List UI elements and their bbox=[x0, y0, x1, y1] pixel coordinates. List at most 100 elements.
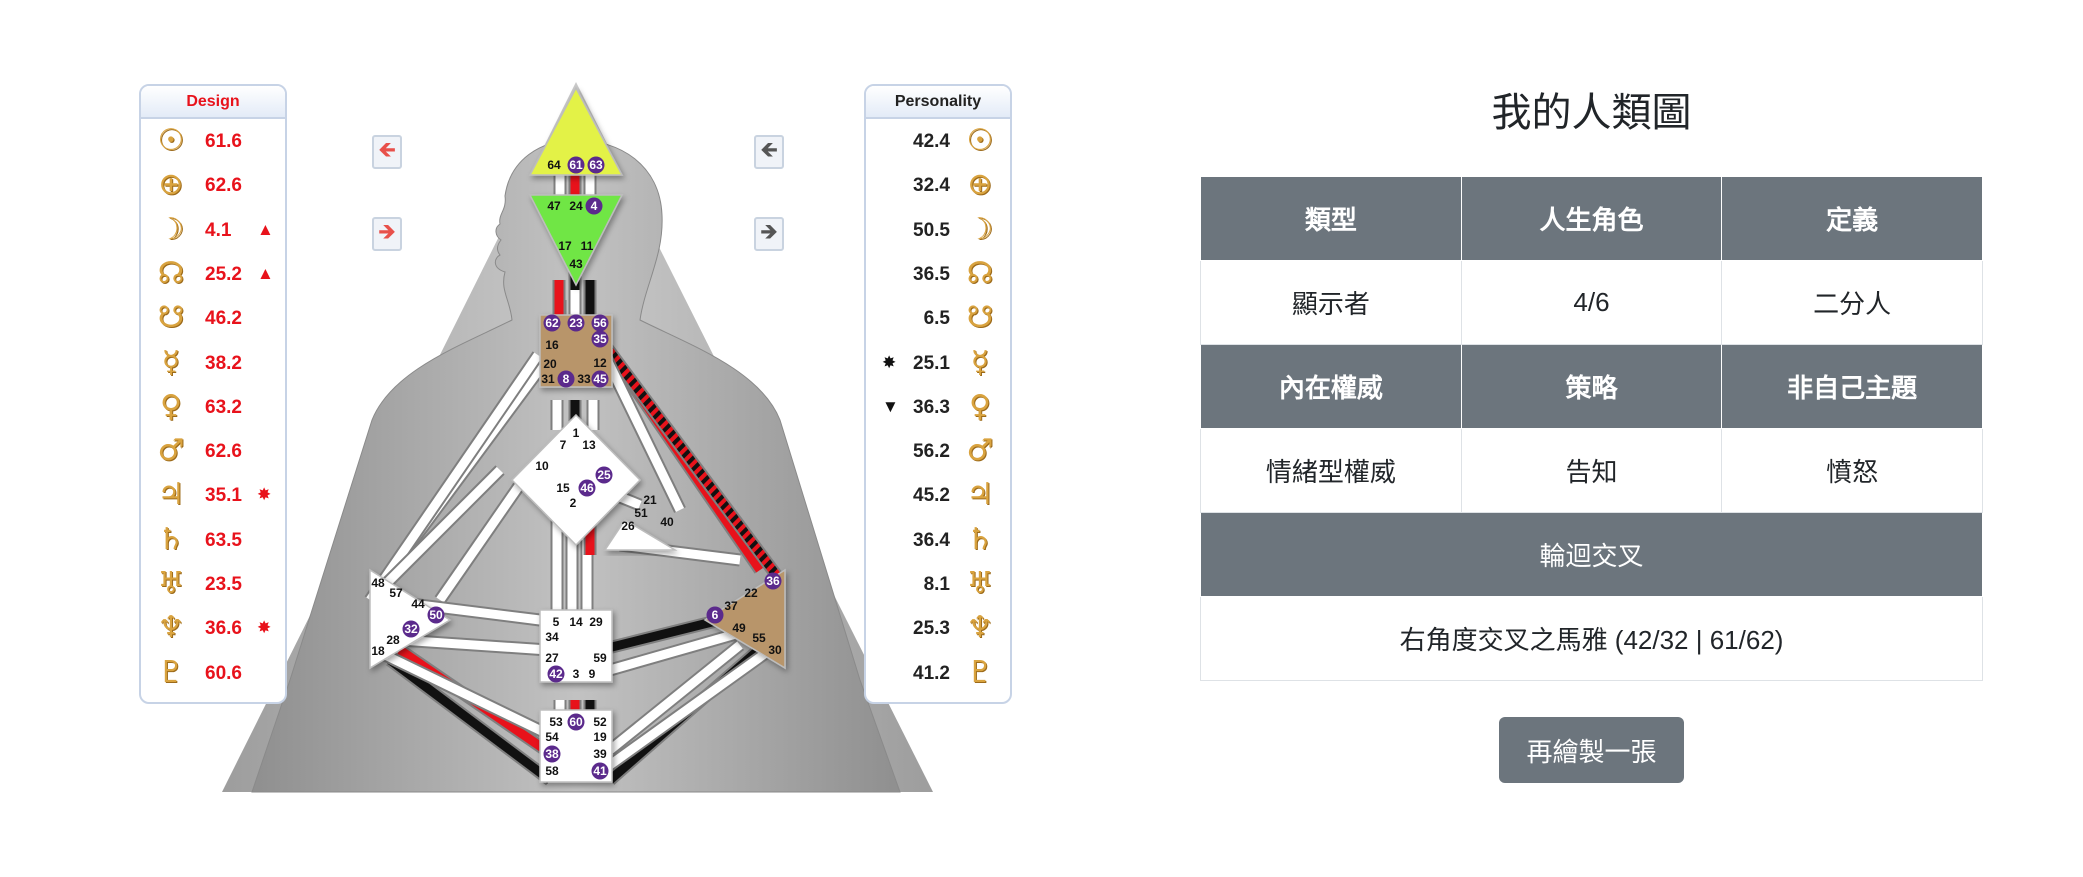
gate-number: 20 bbox=[543, 357, 557, 371]
design-prev-button[interactable]: 🡸 bbox=[372, 135, 402, 169]
activated-gate-badge bbox=[595, 466, 613, 484]
definition-value: 二分人 bbox=[1721, 260, 1983, 345]
channel bbox=[376, 466, 504, 594]
planet-gate-value: 25.2 bbox=[205, 263, 242, 285]
gate-number: 46 bbox=[580, 481, 594, 495]
planet-gate-value: 8.1 bbox=[923, 574, 950, 595]
gate-number: 31 bbox=[541, 372, 555, 386]
planet-gate-value: 41.2 bbox=[913, 662, 950, 684]
south-node-icon: ☋ bbox=[157, 300, 185, 336]
arrow-left-icon: 🡸 bbox=[378, 138, 396, 163]
channel bbox=[601, 342, 784, 583]
gate-number: 16 bbox=[545, 338, 559, 352]
arrow-right-icon: 🡺 bbox=[760, 220, 778, 245]
type-header: 類型 bbox=[1200, 176, 1462, 261]
fixing-mark: ✸ bbox=[257, 618, 272, 638]
gate-number: 50 bbox=[429, 608, 443, 622]
gate-number: 44 bbox=[411, 597, 425, 611]
design-planet-row: ♄63.5 bbox=[141, 518, 285, 562]
north-node-icon: ☊ bbox=[966, 255, 994, 291]
venus-icon: ♀ bbox=[969, 388, 991, 424]
table-row: 輪迴交叉 bbox=[1200, 512, 1983, 597]
channel bbox=[436, 467, 534, 603]
gate-number: 37 bbox=[724, 599, 738, 613]
channel bbox=[608, 625, 752, 675]
design-planet-row: ♂62.6 bbox=[141, 429, 285, 473]
gate-number: 32 bbox=[404, 622, 418, 636]
gate-number: 62 bbox=[545, 316, 559, 330]
gate-number: 33 bbox=[577, 372, 591, 386]
planet-gate-value: 32.4 bbox=[913, 175, 950, 197]
spleen-center bbox=[369, 568, 452, 670]
planet-gate-value: 60.6 bbox=[205, 662, 242, 684]
mars-icon: ♂ bbox=[157, 433, 185, 469]
saturn-icon: ♄ bbox=[966, 521, 994, 557]
planet-gate-value: 38.2 bbox=[205, 352, 242, 374]
activated-gate-badge bbox=[591, 314, 609, 332]
gate-number: 11 bbox=[581, 239, 594, 253]
gate-number: 47 bbox=[547, 199, 561, 213]
gate-number: 13 bbox=[582, 438, 596, 452]
personality-next-button[interactable]: 🡺 bbox=[754, 217, 784, 251]
gate-number: 24 bbox=[569, 199, 583, 213]
redraw-button[interactable]: 再繪製一張 bbox=[1499, 717, 1684, 783]
incarnation-cross-header: 輪迴交叉 bbox=[1200, 512, 1983, 597]
activated-gate-badge bbox=[543, 314, 561, 332]
personality-prev-button[interactable]: 🡸 bbox=[754, 135, 784, 169]
gate-number: 52 bbox=[593, 715, 607, 729]
gate-number: 35 bbox=[593, 332, 607, 346]
activated-gate-badge bbox=[587, 156, 605, 174]
planet-gate-value: 46.2 bbox=[205, 308, 242, 330]
gate-number: 19 bbox=[593, 730, 607, 744]
fixing-mark: ▲ bbox=[257, 263, 274, 283]
personality-planet-row: ♅8.1 bbox=[866, 562, 1010, 606]
gate-number: 51 bbox=[634, 506, 648, 520]
gate-number: 27 bbox=[545, 651, 559, 665]
gate-number: 4 bbox=[591, 199, 598, 213]
personality-planet-row: ☉42.4 bbox=[866, 119, 1010, 163]
planet-gate-value: 63.5 bbox=[205, 529, 242, 551]
design-planet-row: ☿ 38.2 bbox=[141, 341, 285, 385]
activated-gate-badge bbox=[567, 156, 585, 174]
planet-gate-value: 42.4 bbox=[913, 131, 950, 152]
design-planet-row: ☉61.6 bbox=[141, 119, 285, 163]
design-planet-row: ⊕62.6 bbox=[141, 163, 285, 207]
uranus-icon: ♅ bbox=[157, 566, 185, 601]
gate-number: 43 bbox=[569, 257, 583, 271]
gate-number: 17 bbox=[558, 239, 572, 253]
design-planet-row: ☊25.2▲ bbox=[141, 252, 285, 296]
gate-number: 10 bbox=[535, 459, 549, 473]
channel bbox=[383, 650, 562, 745]
table-row: 右角度交叉之馬雅 (42/32 | 61/62) bbox=[1200, 596, 1983, 681]
ego-center bbox=[603, 518, 678, 551]
planet-gate-value: 36.4 bbox=[913, 529, 950, 551]
gate-number: 55 bbox=[752, 631, 766, 645]
gate-number: 30 bbox=[768, 643, 782, 657]
mercury-icon: ☿ bbox=[161, 344, 181, 380]
gate-number: 18 bbox=[371, 644, 385, 658]
jupiter-icon: ♃ bbox=[966, 477, 994, 513]
page-title: 我的人類圖 bbox=[1491, 91, 1692, 135]
gate-number: 12 bbox=[593, 356, 607, 370]
channel bbox=[387, 656, 553, 784]
activated-gate-badge bbox=[578, 479, 596, 497]
design-planet-row: ♀63.2 bbox=[141, 385, 285, 429]
gate-number: 36 bbox=[766, 574, 780, 588]
design-next-button[interactable]: 🡺 bbox=[372, 217, 402, 251]
gate-number: 40 bbox=[660, 515, 674, 529]
gate-number: 41 bbox=[593, 764, 607, 778]
gate-number: 64 bbox=[547, 158, 561, 172]
planet-gate-value: 23.5 bbox=[205, 574, 242, 595]
planet-gate-value: 35.1 bbox=[205, 485, 242, 507]
gate-number: 21 bbox=[643, 493, 657, 507]
fixing-mark: ▲ bbox=[257, 219, 274, 239]
gate-number: 8 bbox=[563, 372, 570, 386]
sun-icon: ☉ bbox=[157, 123, 185, 158]
design-panel-title: Design bbox=[141, 86, 285, 119]
not-self-theme-header: 非自己主題 bbox=[1721, 344, 1983, 429]
activated-gate-badge bbox=[591, 330, 609, 348]
gate-number: 54 bbox=[545, 730, 559, 744]
g-center bbox=[510, 413, 642, 547]
